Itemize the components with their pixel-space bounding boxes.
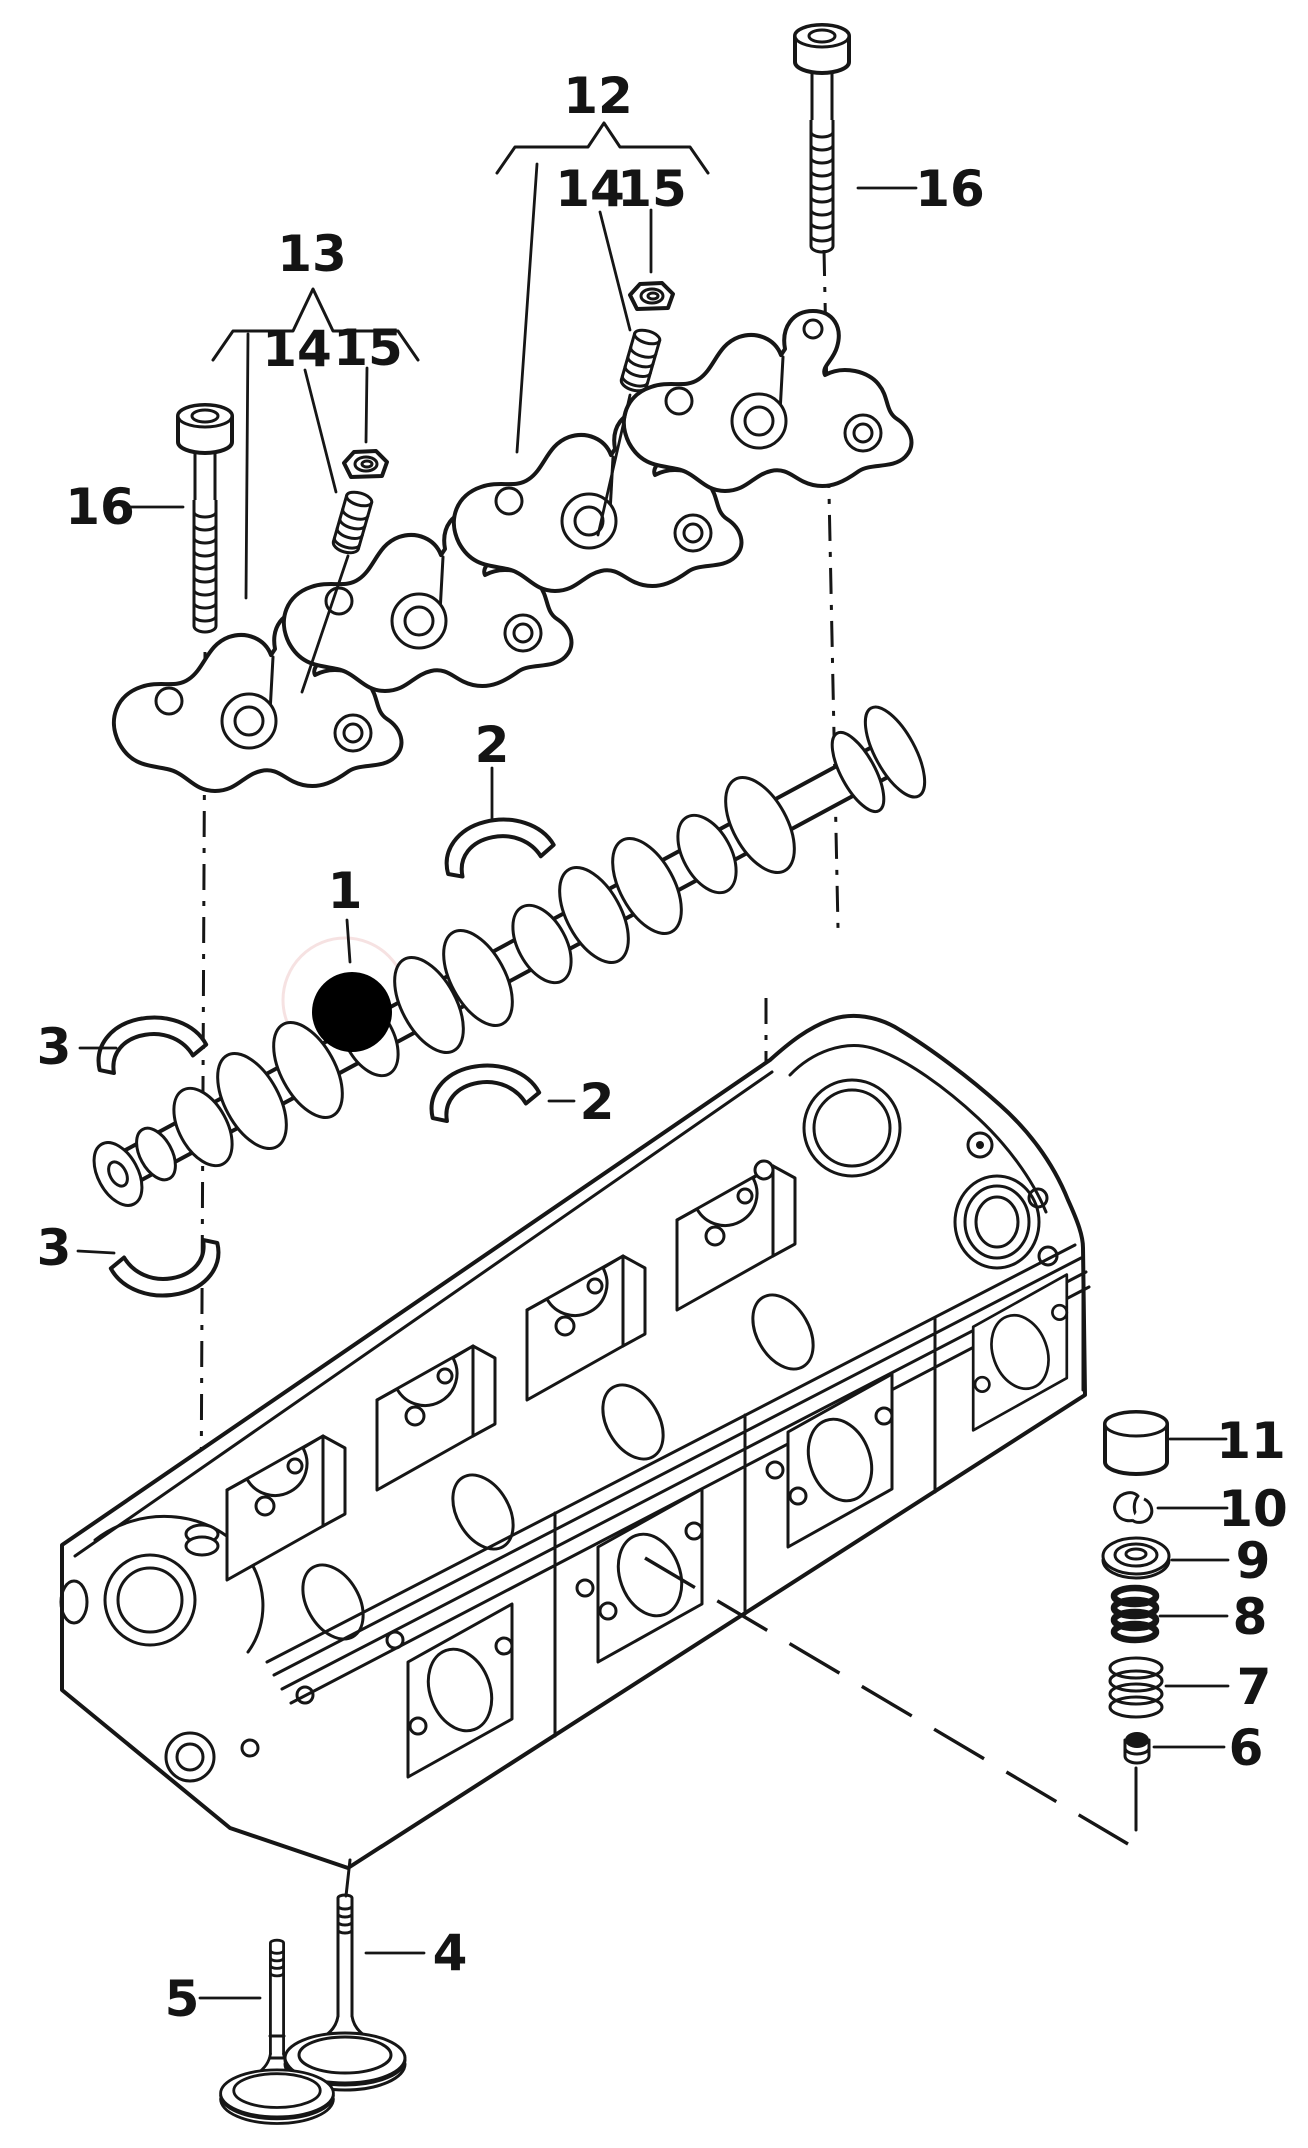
camshaft [92, 705, 927, 1207]
callout-14-left[interactable]: 14 [262, 320, 332, 378]
bracket-12 [495, 121, 710, 175]
callout-7[interactable]: 7 [1237, 1658, 1272, 1716]
callout-12[interactable]: 12 [563, 67, 633, 125]
callout-8[interactable]: 8 [1233, 1588, 1268, 1646]
callout-5[interactable]: 5 [165, 1970, 200, 2028]
callout-13[interactable]: 13 [277, 225, 347, 283]
nut-left [342, 449, 389, 479]
leader-lines [76, 186, 1230, 2000]
callout-6[interactable]: 6 [1229, 1719, 1264, 1777]
head-end-plate [788, 1044, 1085, 1392]
tappet-cap [1103, 1410, 1169, 1476]
highlight-dot [312, 972, 392, 1052]
callout-14-upper[interactable]: 14 [555, 160, 625, 218]
cylinder-head [59, 1013, 1091, 1870]
callout-16-right[interactable]: 16 [915, 160, 985, 218]
outer-valve-spring [1108, 1656, 1164, 1719]
bracket-13 [211, 287, 420, 362]
callout-15-left[interactable]: 15 [333, 319, 403, 377]
callout-9[interactable]: 9 [1236, 1532, 1271, 1590]
spring-retainer [1101, 1536, 1171, 1580]
callout-11[interactable]: 11 [1216, 1412, 1286, 1470]
callout-1[interactable]: 1 [328, 862, 363, 920]
valve-axis-line [344, 1556, 1138, 1898]
callout-15-upper[interactable]: 15 [617, 160, 687, 218]
valve-keepers [1113, 1491, 1154, 1524]
callout-3-upper[interactable]: 3 [37, 1018, 72, 1076]
callout-2-mid[interactable]: 2 [580, 1073, 615, 1131]
inner-valve-spring [1110, 1584, 1160, 1644]
callout-16-left[interactable]: 16 [65, 478, 135, 536]
callout-3-lower[interactable]: 3 [37, 1219, 72, 1277]
stud-axis-lines [300, 393, 632, 694]
nut-upper [628, 281, 675, 311]
callout-4[interactable]: 4 [433, 1924, 468, 1982]
valve-stem-seal [1123, 1732, 1151, 1765]
callout-2-upper[interactable]: 2 [475, 716, 510, 774]
valve-short [219, 1938, 335, 2125]
callout-10[interactable]: 10 [1218, 1480, 1288, 1538]
